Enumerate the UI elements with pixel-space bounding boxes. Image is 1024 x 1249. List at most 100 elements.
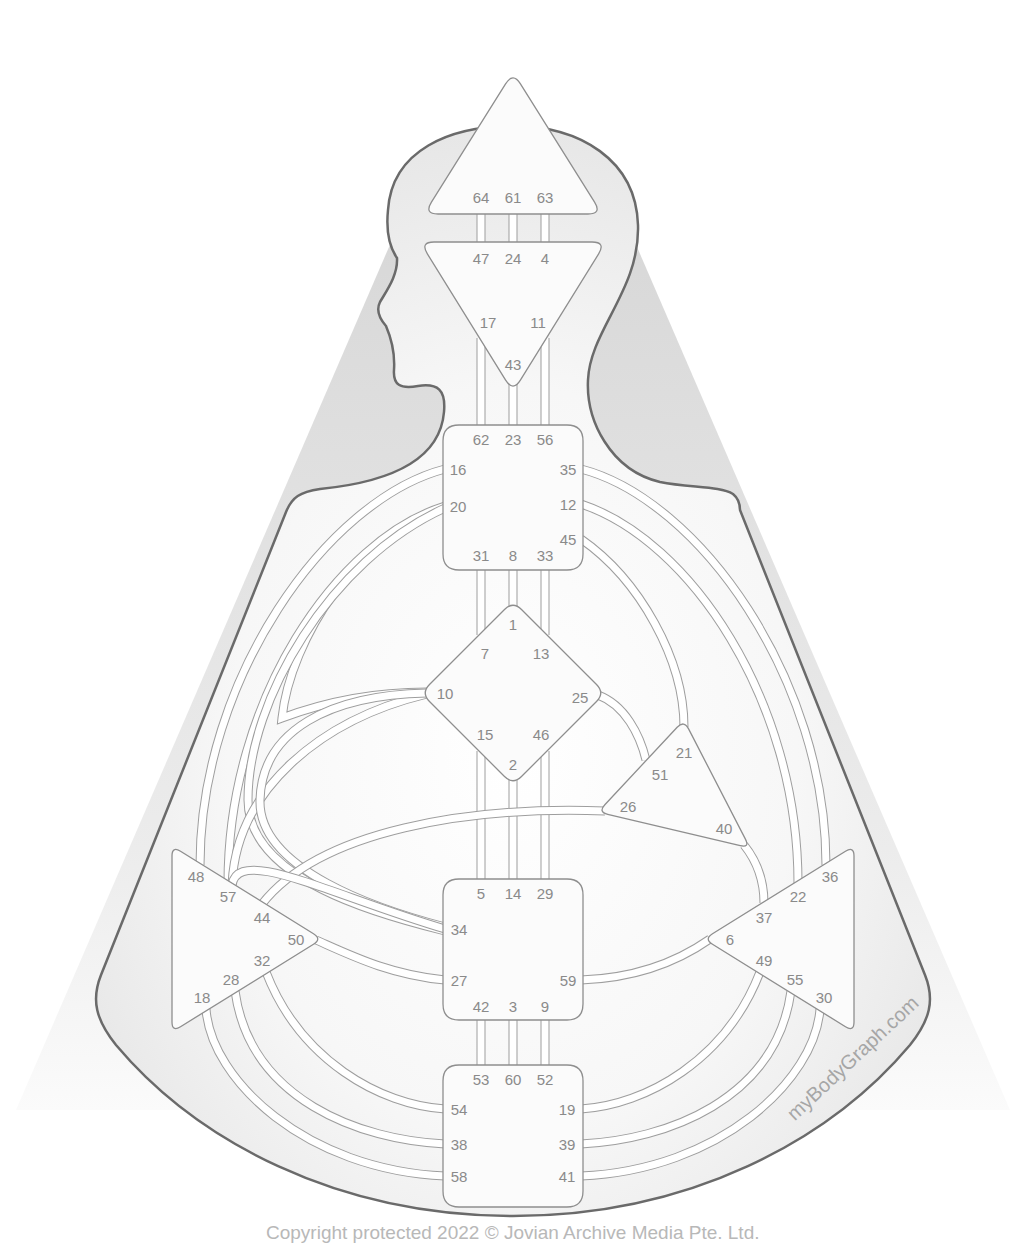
channel-edge: [509, 1018, 518, 1067]
center-outline-path: [602, 724, 747, 846]
channel-fill: [478, 568, 485, 635]
energy-center: 514293427594239: [440, 876, 586, 1023]
channel: [581, 1009, 820, 1176]
channel-edge: [235, 991, 445, 1144]
gate-number: 6: [726, 932, 734, 947]
gate-number: 7: [481, 646, 489, 661]
channel: [513, 212, 514, 244]
center-outline-path: [443, 1065, 583, 1207]
channel-fill: [478, 212, 485, 244]
channel-fill: [510, 212, 517, 244]
channel: [581, 939, 710, 980]
gate-number: 36: [822, 869, 839, 884]
gate-number: 37: [756, 910, 773, 925]
gate-number: 50: [288, 932, 305, 947]
gate-number: 34: [451, 922, 468, 937]
channel-edge: [316, 940, 445, 980]
gate-number: 29: [537, 886, 554, 901]
channel-edge: [541, 568, 550, 635]
channel-edge: [477, 212, 486, 244]
gate-number: 30: [816, 990, 833, 1005]
gate-number: 61: [505, 190, 522, 205]
gate-number: 16: [450, 462, 467, 477]
channel-edge: [509, 568, 518, 609]
channel-fill: [598, 695, 646, 760]
channel-edge: [581, 1009, 820, 1176]
gate-number: 23: [505, 432, 522, 447]
center-outline-path: [443, 425, 583, 570]
channel-edge: [598, 695, 646, 760]
channel: [581, 504, 798, 883]
gate-number: 25: [572, 690, 589, 705]
body-outline: [96, 126, 930, 1216]
channel: [282, 508, 445, 718]
channel-edge: [260, 693, 445, 927]
gate-number: 40: [716, 821, 733, 836]
channel-fill: [206, 1009, 445, 1176]
channel-edge: [744, 845, 764, 903]
channel-edge: [541, 338, 550, 427]
channel-fill: [510, 777, 517, 881]
gate-number: 58: [451, 1169, 468, 1184]
channel: [481, 338, 482, 427]
energy-center: 536052541938395841: [440, 1062, 586, 1210]
gate-number: 54: [451, 1102, 468, 1117]
energy-center: 21512640: [595, 717, 753, 851]
gate-number: 56: [537, 432, 554, 447]
gate-number: 62: [473, 432, 490, 447]
gate-number: 63: [537, 190, 554, 205]
channel-edge: [541, 1018, 550, 1067]
channel-edge: [581, 504, 798, 883]
channel-edge: [581, 991, 791, 1144]
channel: [513, 1018, 514, 1067]
energy-center: 646163: [421, 69, 605, 217]
channel: [545, 212, 546, 244]
channel: [206, 1009, 445, 1176]
channel-fill: [282, 508, 445, 718]
gate-number: 55: [787, 972, 804, 987]
channel: [598, 695, 646, 760]
gate-number: 19: [559, 1102, 576, 1117]
center-outline-path: [425, 605, 601, 781]
channel-fill: [478, 338, 485, 427]
gate-number: 18: [194, 990, 211, 1005]
channel-edge: [509, 212, 518, 244]
energy-center: 1713102515462: [418, 598, 608, 788]
channel: [260, 693, 445, 927]
gate-number: 10: [437, 686, 454, 701]
gate-number: 21: [676, 745, 693, 760]
channel-edge: [541, 212, 550, 244]
copyright-note: Copyright protected 2022 © Jovian Archiv…: [266, 1222, 760, 1245]
gate-number: 4: [541, 251, 549, 266]
channel: [481, 212, 482, 244]
gate-number: 47: [473, 251, 490, 266]
center-outline-path: [425, 242, 601, 386]
channel: [545, 751, 546, 881]
channel-fill: [510, 1018, 517, 1067]
gate-number: 57: [220, 889, 237, 904]
gate-number: 1: [509, 617, 517, 632]
channel-fill: [542, 751, 549, 881]
gate-number: 43: [505, 357, 522, 372]
center-outline-path: [443, 879, 583, 1020]
gate-number: 9: [541, 999, 549, 1014]
channel-fill: [542, 212, 549, 244]
energy-center: 3622376495530: [701, 843, 857, 1035]
gate-number: 13: [533, 646, 550, 661]
channel: [545, 1018, 546, 1067]
gate-number: 2: [509, 757, 517, 772]
channel: [481, 1018, 482, 1067]
channel-fill: [542, 1018, 549, 1067]
gate-number: 26: [620, 799, 637, 814]
gate-number: 28: [223, 972, 240, 987]
gate-number: 33: [537, 548, 554, 563]
gate-number: 35: [560, 462, 577, 477]
channel: [481, 568, 482, 635]
gate-number: 45: [560, 532, 577, 547]
center-outline-path: [708, 849, 854, 1028]
gate-number: 49: [756, 953, 773, 968]
channel-fill: [542, 568, 549, 635]
channel-fill: [510, 384, 517, 427]
gate-number: 8: [509, 548, 517, 563]
